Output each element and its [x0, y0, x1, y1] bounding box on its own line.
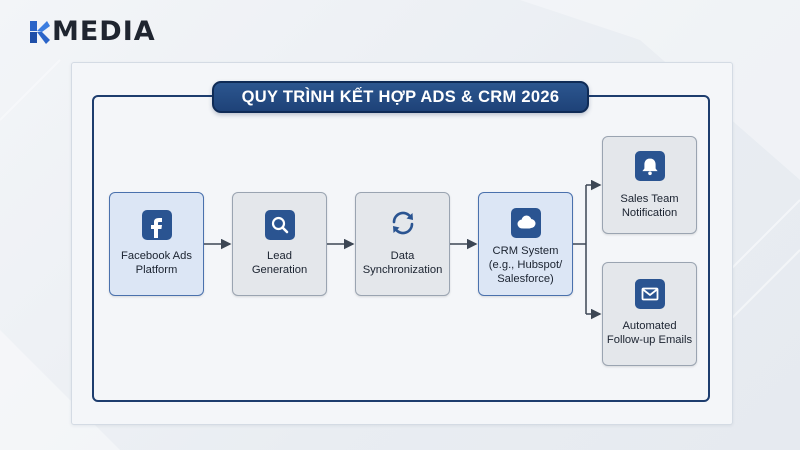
mail-icon: [634, 279, 665, 309]
node-label: Lead Generation: [251, 250, 308, 276]
sync-icon: [387, 207, 419, 239]
diagram-title: QUY TRÌNH KẾT HỢP ADS & CRM 2026: [212, 81, 589, 113]
search-icon: [264, 210, 295, 240]
node-label: Sales Team Notification: [620, 193, 679, 219]
node-crm-system: CRM System (e.g., Hubspot/ Salesforce): [478, 192, 573, 296]
node-label: Data Synchronization: [362, 250, 443, 276]
cloud-icon: [510, 208, 541, 238]
k-mark-icon: [30, 21, 50, 44]
node-label: Facebook Ads Platform: [121, 250, 192, 276]
brand-logo: MEDIA: [28, 16, 156, 48]
node-facebook-ads: Facebook Ads Platform: [109, 192, 204, 296]
node-sales-notification: Sales Team Notification: [602, 136, 697, 234]
node-followup-emails: Automated Follow-up Emails: [602, 262, 697, 366]
node-lead-generation: Lead Generation: [232, 192, 327, 296]
node-label: Automated Follow-up Emails: [606, 320, 693, 346]
node-data-sync: Data Synchronization: [355, 192, 450, 296]
bell-icon: [634, 151, 665, 181]
logo-text: MEDIA: [52, 16, 156, 47]
facebook-icon: [141, 210, 172, 240]
node-label: CRM System (e.g., Hubspot/ Salesforce): [488, 245, 563, 285]
